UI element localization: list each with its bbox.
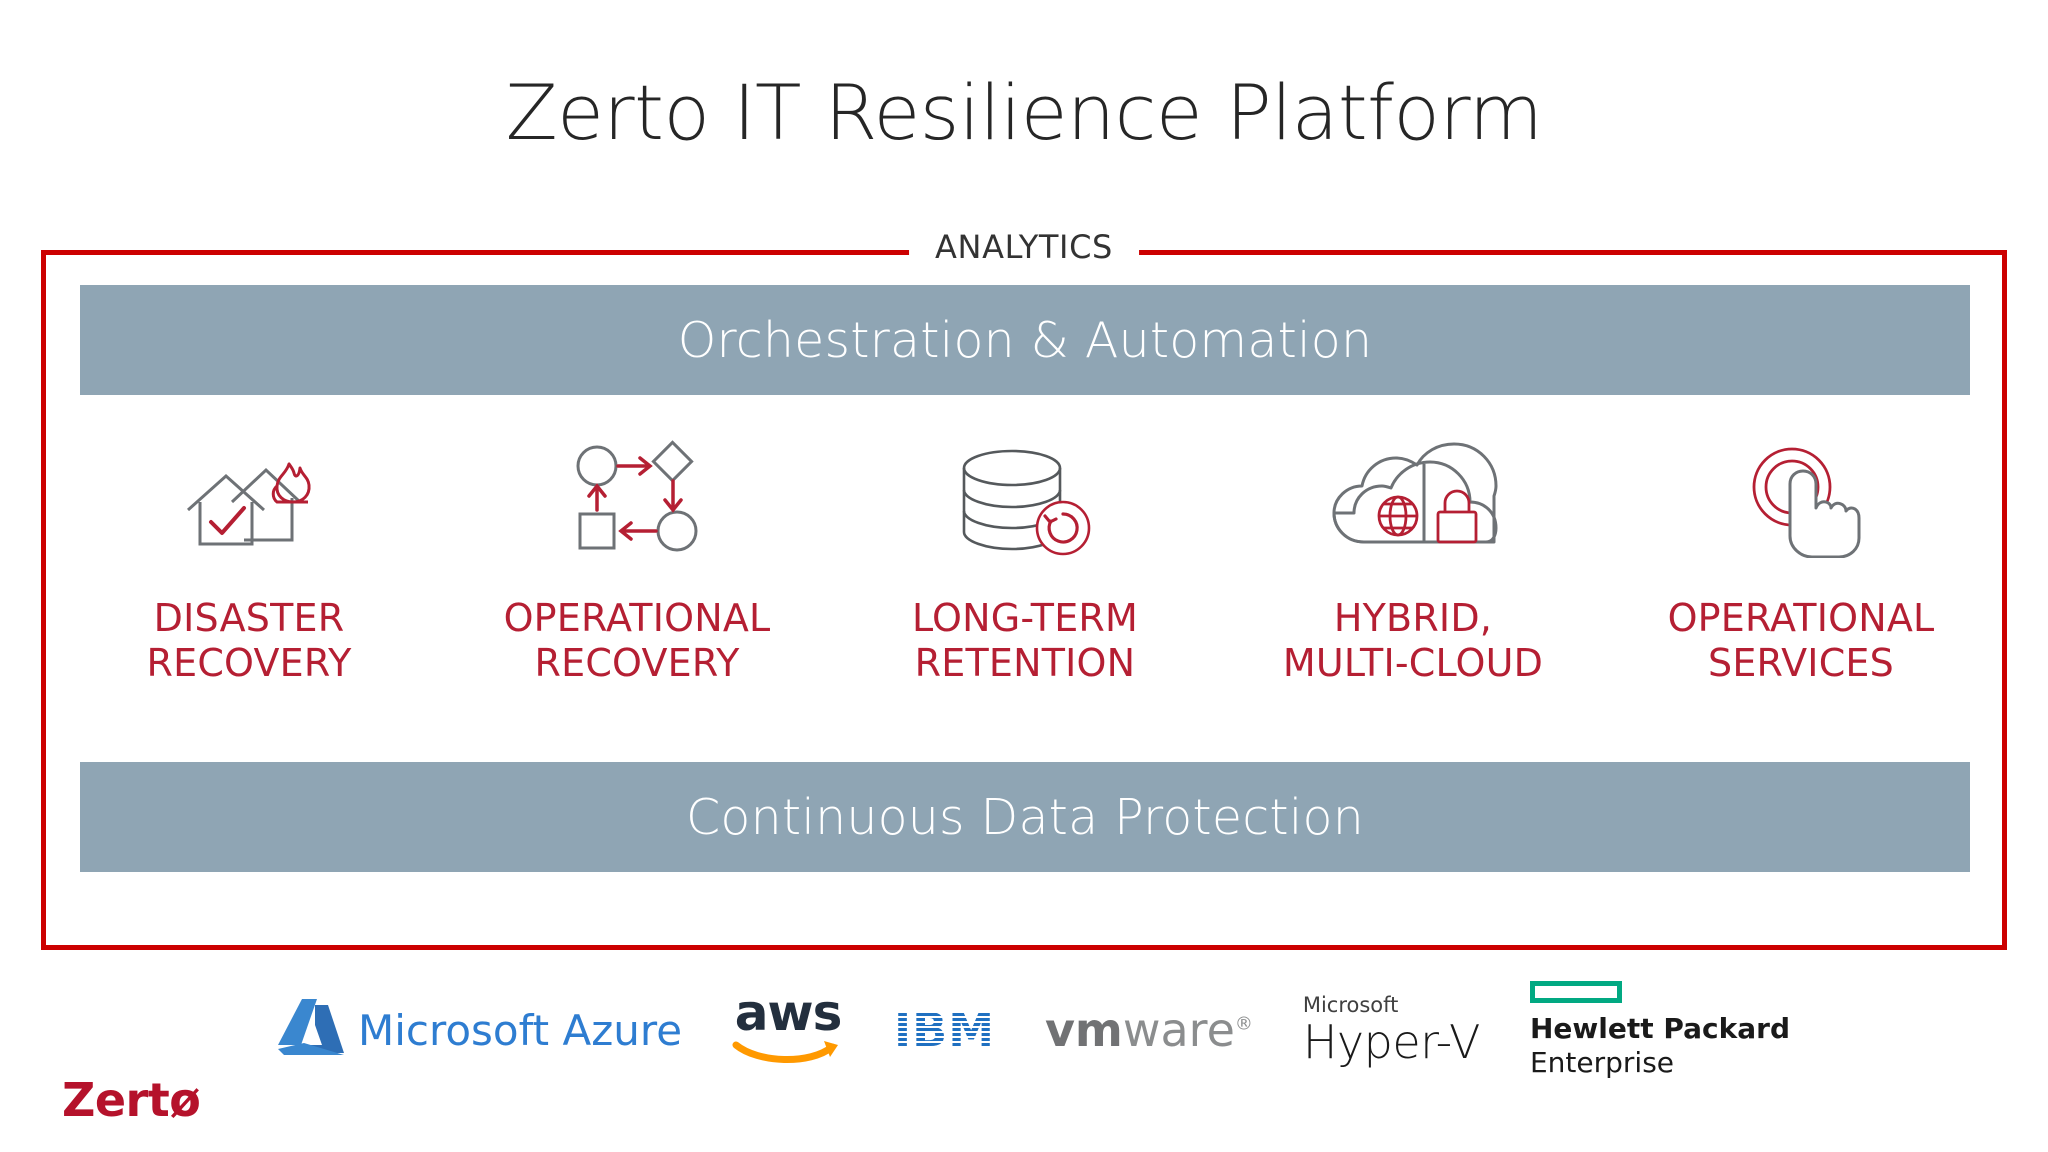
pillar-operational-recovery[interactable]: OPERATIONAL RECOVERY — [443, 440, 831, 686]
vmware-wordmark-light: ware — [1122, 1003, 1235, 1057]
orchestration-band: Orchestration & Automation — [80, 285, 1970, 395]
pillar-operational-services[interactable]: OPERATIONAL SERVICES — [1607, 440, 1995, 686]
partner-ibm[interactable]: IBM — [894, 1003, 995, 1057]
pillar-long-term-retention[interactable]: LONG-TERM RETENTION — [831, 440, 1219, 686]
microsoft-azure-logo-icon — [270, 997, 346, 1064]
analytics-frame-label: ANALYTICS — [909, 228, 1139, 266]
registered-mark-icon: ® — [1234, 1013, 1253, 1035]
cloud-globe-lock-icon — [1328, 440, 1498, 558]
pillar-label: OPERATIONAL RECOVERY — [503, 596, 771, 685]
partner-logo-row: Microsoft Azure aws IBM vmware® Microsof… — [270, 980, 1790, 1080]
microsoft-brand-label: Microsoft — [1302, 993, 1399, 1017]
pillar-disaster-recovery[interactable]: DISASTER RECOVERY — [55, 440, 443, 686]
partner-aws[interactable]: aws — [732, 983, 844, 1071]
continuous-data-protection-band: Continuous Data Protection — [80, 762, 1970, 872]
aws-wordmark: aws — [734, 983, 843, 1042]
hand-tap-icon — [1736, 440, 1866, 558]
orchestration-band-label: Orchestration & Automation — [677, 311, 1373, 369]
house-fire-recovery-icon — [174, 440, 324, 558]
partner-hpe[interactable]: Hewlett Packard Enterprise — [1529, 981, 1790, 1079]
partner-vmware[interactable]: vmware® — [1045, 1003, 1253, 1057]
hpe-wordmark-line2: Enterprise — [1529, 1045, 1675, 1079]
database-restore-icon — [950, 440, 1100, 558]
hyper-v-wordmark: Hyper-V — [1302, 1015, 1481, 1069]
partner-microsoft-azure[interactable]: Microsoft Azure — [270, 997, 682, 1064]
pillar-label: OPERATIONAL SERVICES — [1667, 596, 1935, 685]
zerto-logo[interactable]: Zertø — [62, 1073, 201, 1127]
pillar-label: HYBRID, MULTI-CLOUD — [1282, 596, 1544, 685]
ibm-wordmark-text: IBM — [894, 1003, 995, 1057]
pillar-label: DISASTER RECOVERY — [146, 596, 352, 685]
hpe-logo-icon — [1529, 981, 1622, 1004]
partner-microsoft-hyper-v[interactable]: Microsoft Hyper-V — [1302, 993, 1481, 1069]
vmware-wordmark-bold: vm — [1044, 1003, 1123, 1057]
workflow-cycle-icon — [567, 440, 707, 558]
pillar-row: DISASTER RECOVERY — [55, 440, 1995, 740]
vmware-logo-icon: vmware® — [1045, 1003, 1253, 1057]
continuous-data-protection-band-label: Continuous Data Protection — [686, 788, 1364, 846]
aws-smile-icon — [732, 1037, 844, 1070]
pillar-hybrid-multi-cloud[interactable]: HYBRID, MULTI-CLOUD — [1219, 440, 1607, 686]
page-title: Zerto IT Resilience Platform — [505, 68, 1543, 157]
ibm-wordmark: IBM — [894, 1003, 995, 1057]
microsoft-azure-wordmark: Microsoft Azure — [358, 1005, 683, 1055]
pillar-label: LONG-TERM RETENTION — [911, 596, 1139, 685]
hpe-wordmark-line1: Hewlett Packard — [1529, 1012, 1790, 1046]
